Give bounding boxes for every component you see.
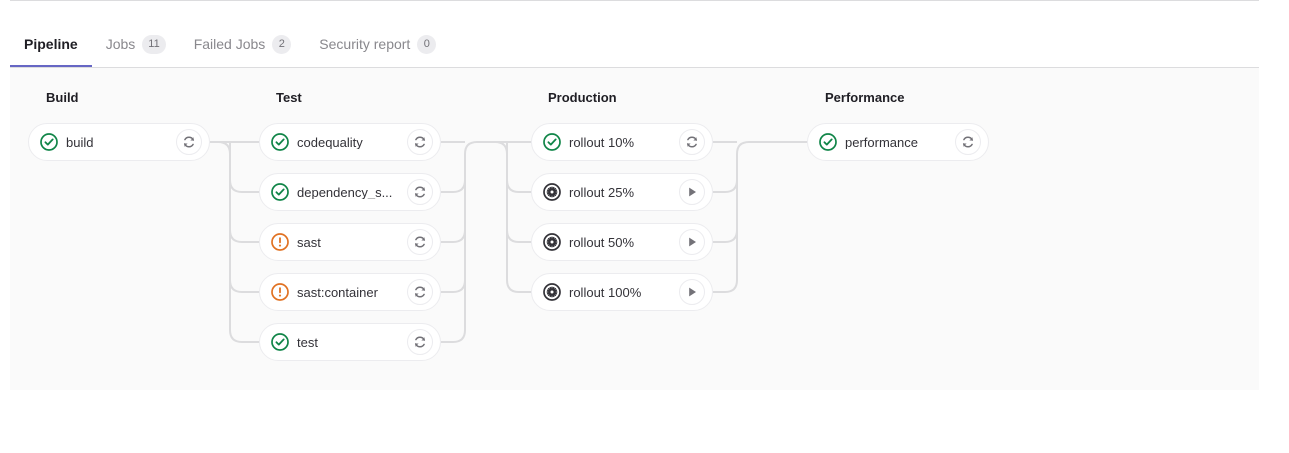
job-card[interactable]: build [28,123,210,161]
job-card[interactable]: rollout 10% [531,123,713,161]
job-card[interactable]: rollout 25% [531,173,713,211]
status-success-icon [543,133,561,151]
tab-badge: 11 [142,34,166,54]
status-success-icon [271,183,289,201]
connector-line [441,229,466,243]
connector-line [713,229,738,243]
tab-failed-jobs[interactable]: Failed Jobs 2 [180,20,306,68]
stage-header-performance: Performance [825,90,905,105]
job-name: performance [845,135,918,149]
tab-badge: 2 [272,34,292,54]
tab-label: Failed Jobs [193,36,266,52]
status-manual-icon [543,183,561,201]
status-manual-icon [543,233,561,251]
play-job-button[interactable] [679,179,705,205]
connector-line [210,141,231,155]
tab-jobs[interactable]: Jobs 11 [92,20,180,68]
connector-line [464,141,478,330]
job-name: rollout 50% [569,235,635,249]
retry-icon [183,136,195,148]
retry-job-button[interactable] [176,129,202,155]
job-card[interactable]: codequality [259,123,441,161]
job-name: build [66,135,94,149]
connector-line [229,229,259,243]
job-name: codequality [297,135,363,149]
job-name: rollout 100% [569,285,642,299]
play-icon [689,187,696,197]
retry-job-button[interactable] [407,329,433,355]
tab-security-report[interactable]: Security report 0 [305,20,450,68]
status-success-icon [271,133,289,151]
retry-job-button[interactable] [407,279,433,305]
play-job-button[interactable] [679,229,705,255]
status-manual-icon [543,283,561,301]
job-name: sast:container [297,285,378,299]
play-job-button[interactable] [679,279,705,305]
retry-icon [414,136,426,148]
play-icon [689,237,696,247]
connector-line [506,179,531,193]
job-name: test [297,335,318,349]
play-icon [689,287,696,297]
status-warning-icon [271,283,289,301]
job-card[interactable]: performance [807,123,989,161]
stage-header-build: Build [46,90,79,105]
job-name: dependency_s... [297,185,393,199]
job-card[interactable]: sast:container [259,273,441,311]
connector-line [441,179,466,193]
connector-line [229,142,259,343]
connector-line [441,279,466,293]
tab-label: Jobs [105,36,136,52]
top-divider [10,0,1259,1]
retry-job-button[interactable] [679,129,705,155]
job-name: rollout 10% [569,135,635,149]
status-success-icon [271,333,289,351]
connector-line [736,141,750,280]
connector-line [441,329,466,343]
retry-job-button[interactable] [955,129,981,155]
retry-icon [414,236,426,248]
tab-pipeline[interactable]: Pipeline [10,20,92,68]
job-card[interactable]: rollout 100% [531,273,713,311]
retry-icon [686,136,698,148]
status-success-icon [819,133,837,151]
connector-line [506,142,531,293]
connector-line [494,141,508,155]
status-warning-icon [271,233,289,251]
retry-icon [414,186,426,198]
retry-job-button[interactable] [407,129,433,155]
retry-icon [414,286,426,298]
status-success-icon [40,133,58,151]
job-card[interactable]: rollout 50% [531,223,713,261]
retry-icon [414,336,426,348]
tab-bar: Pipeline Jobs 11 Failed Jobs 2 Security repor… [0,20,1259,68]
pipeline-graph-panel: Build Test Production Performance build code… [10,68,1259,390]
tab-badge: 0 [417,34,437,54]
active-tab-underline [10,65,92,68]
connector-line [713,179,738,193]
retry-job-button[interactable] [407,179,433,205]
job-card[interactable]: sast [259,223,441,261]
retry-job-button[interactable] [407,229,433,255]
retry-icon [962,136,974,148]
connector-line [506,229,531,243]
job-name: sast [297,235,321,249]
connector-line [713,279,738,293]
job-card[interactable]: test [259,323,441,361]
job-name: rollout 25% [569,185,635,199]
tab-label: Security report [319,36,411,52]
tab-label: Pipeline [24,36,78,52]
tab-bar-divider [10,67,1259,68]
connector-line [229,279,259,293]
tab-list: Pipeline Jobs 11 Failed Jobs 2 Security repor… [10,20,450,68]
stage-header-production: Production [548,90,617,105]
stage-header-test: Test [276,90,302,105]
connector-line [229,179,259,193]
job-card[interactable]: dependency_s... [259,173,441,211]
